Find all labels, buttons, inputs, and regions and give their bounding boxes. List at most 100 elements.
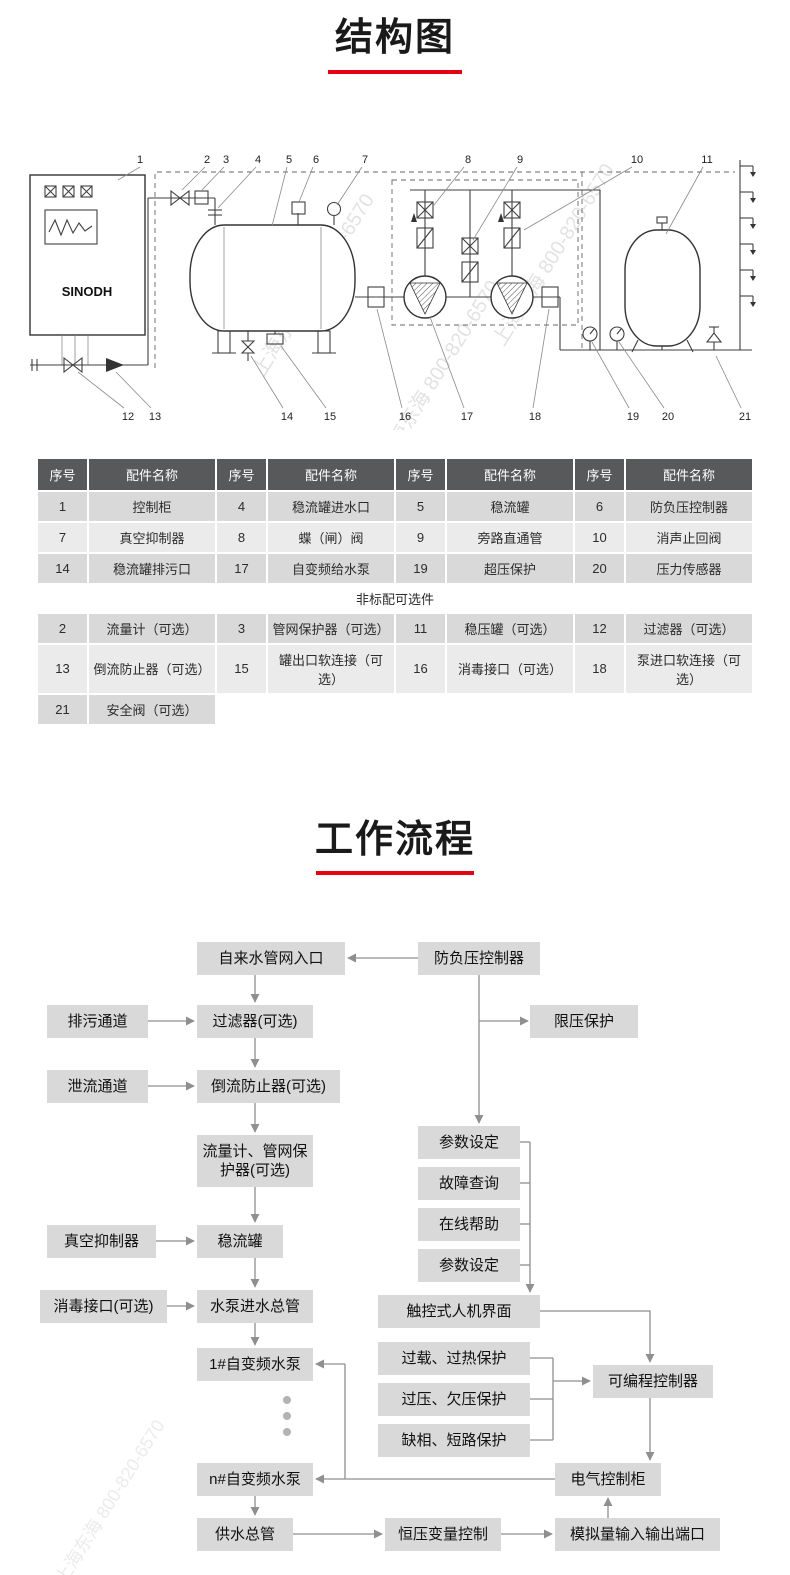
flow-node-disinfect-port: 消毒接口(可选)	[40, 1290, 167, 1324]
table-cell: 流量计（可选）	[89, 613, 215, 643]
table-header-cell: 序号	[575, 458, 624, 490]
backflow-preventer-symbol	[106, 357, 124, 372]
flow-node-hmi: 触控式人机界面	[378, 1295, 540, 1329]
table-cell: 控制柜	[89, 491, 215, 521]
workflow-section-header: 工作流程	[0, 818, 790, 876]
variable-frequency-pump	[403, 189, 447, 319]
table-cell: 21	[38, 694, 87, 724]
pump-continuation-dots	[283, 1396, 291, 1437]
system-boundary	[154, 171, 735, 368]
table-row: 14 稳流罐排污口 17 自变频给水泵 19 超压保护 20 压力传感器	[38, 553, 752, 583]
inlet-piping	[30, 189, 222, 373]
flow-node-const-pressure-control: 恒压变量控制	[385, 1518, 501, 1552]
pump-inlet-flex-symbol	[541, 286, 559, 308]
callout-number: 14	[281, 411, 293, 423]
table-cell: 8	[217, 522, 266, 552]
table-cell: 20	[575, 553, 624, 583]
callout-number: 12	[122, 411, 134, 423]
watermark-text: 上海东海 800-820-6570	[51, 1416, 168, 1575]
flow-node-online-help: 在线帮助	[418, 1208, 520, 1242]
user-riser	[739, 159, 756, 350]
table-header-cell: 序号	[396, 458, 445, 490]
callout-number: 13	[149, 411, 161, 423]
control-cabinet: SINODH	[29, 173, 146, 365]
check-valve-symbol	[503, 227, 521, 249]
table-header-cell: 配件名称	[626, 458, 752, 490]
table-cell: 7	[38, 522, 87, 552]
callout-numbers-top: 1 2 3 4 5 6 7 8 9 10 11	[117, 154, 713, 240]
table-cell: 稳压罐（可选）	[447, 613, 573, 643]
tap-symbol	[740, 269, 756, 281]
table-cell: 自变频给水泵	[268, 553, 394, 583]
parts-table: 序号 配件名称 序号 配件名称 序号 配件名称 序号 配件名称 1 控制柜 4 …	[36, 457, 754, 726]
flow-node-vacuum-suppressor: 真空抑制器	[47, 1225, 156, 1259]
callout-number: 16	[399, 411, 411, 423]
table-row: 1 控制柜 4 稳流罐进水口 5 稳流罐 6 防负压控制器	[38, 491, 752, 521]
table-cell: 19	[396, 553, 445, 583]
variable-frequency-pump	[490, 189, 534, 319]
discharge-header	[410, 189, 752, 351]
pressure-sensor	[609, 326, 625, 350]
table-separator: 非标配可选件	[38, 584, 752, 612]
flow-node-tap-inlet: 自来水管网入口	[197, 942, 345, 976]
pump-cluster-boundary	[391, 179, 579, 326]
table-cell: 4	[217, 491, 266, 521]
table-cell: 稳流罐排污口	[89, 553, 215, 583]
table-header-cell: 配件名称	[447, 458, 573, 490]
structure-title: 结构图	[334, 17, 455, 59]
callout-number: 17	[461, 411, 473, 423]
flow-node-fault-query: 故障查询	[418, 1167, 520, 1201]
tap-symbol	[740, 217, 756, 229]
flow-node-param-setting-2: 参数设定	[418, 1249, 520, 1283]
flow-node-drain-channel: 排污通道	[47, 1005, 148, 1039]
table-cell: 6	[575, 491, 624, 521]
table-cell: 消声止回阀	[626, 522, 752, 552]
callout-number: 5	[286, 154, 292, 166]
title-underline	[328, 69, 462, 74]
table-cell: 真空抑制器	[89, 522, 215, 552]
table-cell: 5	[396, 491, 445, 521]
callout-number: 21	[739, 411, 751, 423]
table-cell: 12	[575, 613, 624, 643]
table-cell: 18	[575, 644, 624, 693]
table-cell: 10	[575, 522, 624, 552]
table-header-cell: 序号	[217, 458, 266, 490]
flow-node-supply-main: 供水总管	[197, 1518, 293, 1552]
tap-symbol	[740, 191, 756, 203]
filter-valve-symbol	[63, 356, 83, 373]
flow-arrow	[411, 212, 417, 222]
vacuum-suppressor-symbol	[326, 201, 342, 216]
structure-diagram-svg: 上海东海 800-820-6570 上海东海 800-820-6570 上海东海…	[29, 154, 756, 466]
callout-number: 1	[137, 154, 143, 166]
tap-symbol	[740, 165, 756, 177]
table-row: 7 真空抑制器 8 蝶（闸）阀 9 旁路直通管 10 消声止回阀	[38, 522, 752, 552]
check-valve-symbol	[416, 227, 434, 249]
flow-node-neg-pressure-controller: 防负压控制器	[418, 942, 540, 976]
callout-number: 6	[313, 154, 319, 166]
flow-node-pump-1: 1#自变频水泵	[197, 1348, 313, 1382]
structure-section-header: 结构图	[0, 0, 790, 74]
table-cell: 防负压控制器	[626, 491, 752, 521]
flow-node-overvolt-protect: 过压、欠压保护	[378, 1383, 530, 1417]
tap-symbol	[740, 243, 756, 255]
flow-arrow	[498, 212, 504, 222]
tap-symbol	[740, 295, 756, 307]
flow-node-flow-meter-protector: 流量计、管网保护器(可选)	[197, 1135, 313, 1188]
flow-node-stabilizer-tank: 稳流罐	[197, 1225, 283, 1259]
table-cell: 1	[38, 491, 87, 521]
table-cell	[268, 694, 394, 724]
tank-outlet-flex-symbol	[266, 333, 284, 345]
callout-number: 4	[255, 154, 261, 166]
stabilizer-tank	[189, 201, 356, 361]
callout-number: 3	[223, 154, 229, 166]
table-cell: 超压保护	[447, 553, 573, 583]
table-row: 21 安全阀（可选）	[38, 694, 752, 724]
table-cell: 蝶（闸）阀	[268, 522, 394, 552]
butterfly-valve-symbol	[503, 201, 521, 219]
table-row: 2 流量计（可选） 3 管网保护器（可选） 11 稳压罐（可选） 12 过滤器（…	[38, 613, 752, 643]
table-cell	[447, 694, 573, 724]
callout-number: 2	[204, 154, 210, 166]
callout-number: 10	[631, 154, 643, 166]
flow-node-pump-n: n#自变频水泵	[197, 1463, 313, 1497]
table-cell: 泵进口软连接（可选）	[626, 644, 752, 693]
